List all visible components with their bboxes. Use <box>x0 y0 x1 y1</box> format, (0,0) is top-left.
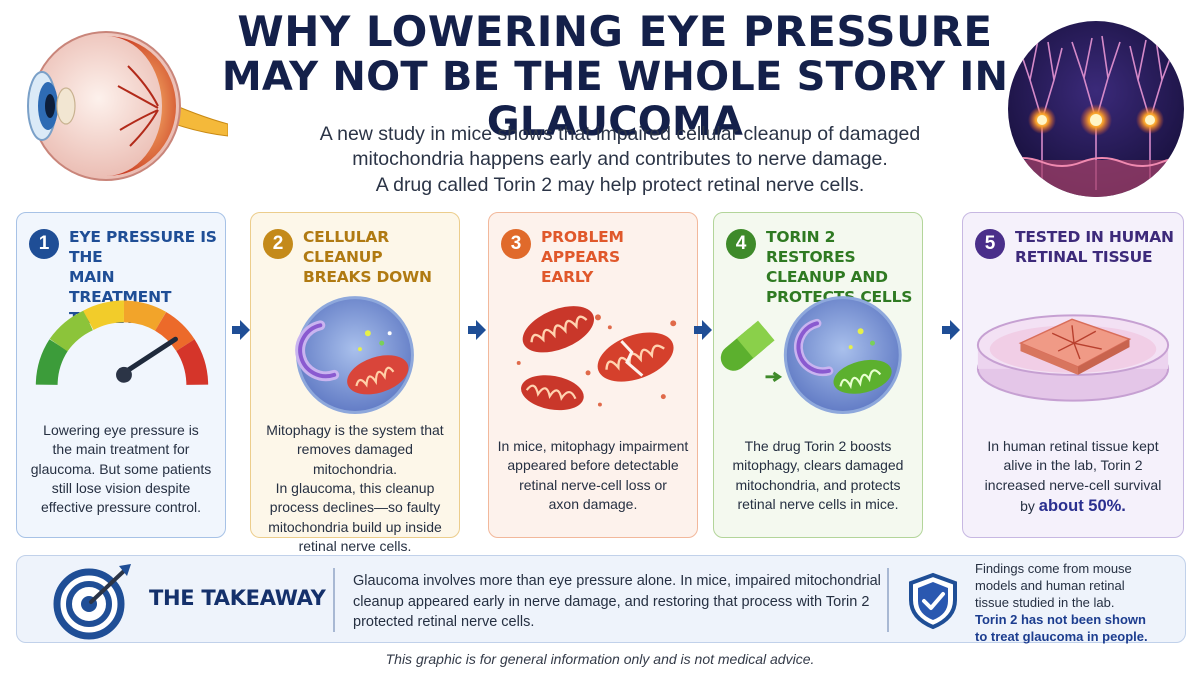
note-line: Findings come from mouse <box>975 561 1132 576</box>
takeaway-text-line: cleanup appeared early in nerve damage, … <box>353 593 870 610</box>
step-text-prefix: by <box>1020 497 1039 514</box>
step-number-badge: 1 <box>29 229 59 259</box>
step-description: In human retinal tissue kept alive in th… <box>971 437 1175 518</box>
title-line-2: MAY NOT BE THE WHOLE STORY IN GLAUCOMA <box>221 54 1009 145</box>
step-description: Lowering eye pressure is the main treatm… <box>25 421 217 518</box>
disclaimer: This graphic is for general information … <box>385 651 815 667</box>
retinal-neurons-icon <box>1002 20 1190 198</box>
step-title-line: CELLULAR CLEANUP <box>303 228 389 267</box>
step-text-line: by about 50%. <box>971 495 1175 518</box>
step-text-line: alive in the lab, Torin 2 <box>1003 457 1143 474</box>
step-title: PROBLEM APPEARS EARLY <box>541 227 689 287</box>
arrow-right-icon <box>694 320 712 340</box>
step-text-line: mitophagy, clears damaged <box>732 457 904 474</box>
takeaway-text: Glaucoma involves more than eye pressure… <box>353 571 893 633</box>
step-text-line: The drug Torin 2 boosts <box>744 438 892 454</box>
step-text-line: glaucoma. But some patients <box>30 460 212 477</box>
takeaway-text-line: protected retinal nerve cells. <box>353 614 535 631</box>
step-card-3: 3 PROBLEM APPEARS EARLY <box>488 212 698 538</box>
step-title-line: EYE PRESSURE IS THE <box>69 228 217 267</box>
step-text-line: Lowering eye pressure is <box>43 422 199 438</box>
step-text-line: increased nerve-cell survival <box>984 476 1162 493</box>
step-text-line: retinal nerve cells in mice. <box>737 495 899 512</box>
pressure-gauge-icon <box>17 293 225 423</box>
step-text-line: In mice, mitophagy impairment <box>497 438 689 454</box>
page-title: WHY LOWERING EYE PRESSURE MAY NOT BE THE… <box>200 8 1030 145</box>
step-text-line: retinal nerve cells. <box>298 537 412 554</box>
takeaway-panel: THE TAKEAWAY Glaucoma involves more than… <box>16 555 1186 645</box>
step-number-badge: 2 <box>263 229 293 259</box>
divider <box>333 568 335 632</box>
arrow-right-icon <box>232 320 250 340</box>
step-header: 3 PROBLEM APPEARS EARLY <box>501 227 689 287</box>
step-text-line: mitochondria, and protects <box>735 476 901 493</box>
note-warning-line: Torin 2 has not been shown <box>975 611 1146 627</box>
subtitle: A new study in mice shows that impaired … <box>240 122 1000 198</box>
title-line-1: WHY LOWERING EYE PRESSURE <box>237 7 993 56</box>
eye-anatomy-icon <box>8 6 229 206</box>
step-title-line: BREAKS DOWN <box>303 268 432 287</box>
step-title-line: EARLY <box>541 268 594 287</box>
note-warning-line: to treat glaucoma in people. <box>975 628 1148 644</box>
step-text-line: retinal nerve-cell loss or <box>519 476 667 493</box>
step-title: TESTED IN HUMAN RETINAL TISSUE <box>1015 227 1174 267</box>
step-number-badge: 4 <box>726 229 756 259</box>
shield-check-icon <box>907 572 959 630</box>
step-text-line: axon damage. <box>548 495 638 512</box>
mitophagy-cell-icon <box>251 293 459 423</box>
step-text-line: still lose vision despite <box>51 479 191 496</box>
step-text-line: removes damaged mitochondria. <box>297 441 413 477</box>
step-card-4: 4 TORIN 2 RESTORES CLEANUP AND PROTECTS … <box>713 212 923 538</box>
step-number-badge: 3 <box>501 229 531 259</box>
takeaway-text-line: Glaucoma involves more than eye pressure… <box>353 573 881 589</box>
damaged-mitochondria-icon <box>489 293 697 423</box>
step-title-line: RETINAL TISSUE <box>1015 248 1153 267</box>
step-text-line: Mitophagy is the system that <box>266 422 444 438</box>
step-text-line: the main treatment for <box>52 441 190 458</box>
survival-highlight: about 50%. <box>1038 496 1126 515</box>
step-card-1: 1 EYE PRESSURE IS THE MAIN TREATMENT TAR… <box>16 212 226 538</box>
pill-healthy-cell-icon <box>714 293 922 423</box>
takeaway-label: THE TAKEAWAY <box>149 586 326 610</box>
step-header: 2 CELLULAR CLEANUP BREAKS DOWN <box>263 227 451 287</box>
step-description: Mitophagy is the system that removes dam… <box>259 421 451 556</box>
arrow-right-icon <box>468 320 486 340</box>
note-line: tissue studied in the lab. <box>975 594 1115 610</box>
step-title: CELLULAR CLEANUP BREAKS DOWN <box>303 227 451 287</box>
step-text-line: mitochondria build up inside <box>268 518 442 535</box>
step-text-line: In human retinal tissue kept <box>987 438 1159 454</box>
note-line: models and human retinal <box>975 577 1125 593</box>
step-card-5: 5 TESTED IN HUMAN RETINAL TISSUE In huma… <box>962 212 1184 538</box>
petri-dish-tissue-icon <box>963 293 1183 423</box>
target-icon <box>49 562 139 640</box>
divider <box>887 568 889 632</box>
step-header: 5 TESTED IN HUMAN RETINAL TISSUE <box>975 227 1175 267</box>
subtitle-line: mitochondria happens early and contribut… <box>352 148 888 171</box>
step-description: The drug Torin 2 boosts mitophagy, clear… <box>722 437 914 514</box>
step-text-line: effective pressure control. <box>40 499 202 516</box>
step-text-line: appeared before detectable <box>507 457 679 474</box>
step-title-line: CLEANUP AND <box>766 268 888 287</box>
subtitle-line: A drug called Torin 2 may help protect r… <box>375 173 865 196</box>
step-card-2: 2 CELLULAR CLEANUP BREAKS DOWN Mito <box>250 212 460 554</box>
limitations-note: Findings come from mouse models and huma… <box>975 561 1185 645</box>
step-text-line: process declines—so faulty <box>269 499 441 516</box>
step-text-line: In glaucoma, this cleanup <box>275 479 435 496</box>
subtitle-line: A new study in mice shows that impaired … <box>319 123 921 145</box>
step-title-line: TORIN 2 RESTORES <box>766 228 856 267</box>
step-number-badge: 5 <box>975 229 1005 259</box>
step-title-line: PROBLEM APPEARS <box>541 228 624 267</box>
step-title-line: TESTED IN HUMAN <box>1015 228 1174 246</box>
step-description: In mice, mitophagy impairment appeared b… <box>497 437 689 514</box>
arrow-right-icon <box>942 320 960 340</box>
